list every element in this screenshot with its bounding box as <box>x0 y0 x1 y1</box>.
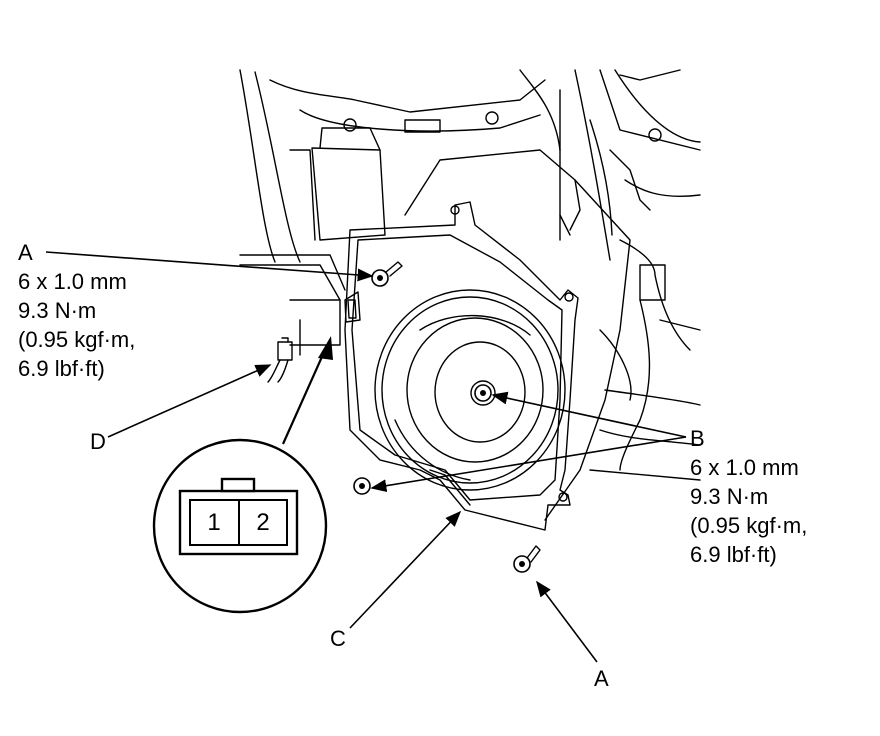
label-a-top: A 6 x 1.0 mm 9.3 N·m (0.95 kgf·m, 6.9 lb… <box>18 240 135 381</box>
detail-callout-arrow <box>281 336 333 445</box>
label-a-top-size: 6 x 1.0 mm <box>18 269 127 294</box>
label-a-top-torque-kgf: (0.95 kgf·m, <box>18 327 135 352</box>
label-c: C <box>330 626 346 651</box>
label-b-torque-nm: 9.3 N·m <box>690 484 768 509</box>
pin-2-label: 2 <box>256 509 269 536</box>
speaker-cone <box>374 289 566 491</box>
vehicle-body-outline <box>239 69 701 481</box>
label-a-top-letter: A <box>18 240 33 265</box>
speaker-housing <box>344 201 579 531</box>
label-b-torque-lbf: 6.9 lbf·ft) <box>690 542 777 567</box>
label-a-top-torque-lbf: 6.9 lbf·ft) <box>18 356 105 381</box>
pin-1-label: 1 <box>207 509 220 536</box>
label-b: B 6 x 1.0 mm 9.3 N·m (0.95 kgf·m, 6.9 lb… <box>690 426 807 567</box>
label-a-bottom: A <box>594 666 609 691</box>
nut-b-lower <box>353 477 371 495</box>
label-a-top-torque-nm: 9.3 N·m <box>18 298 96 323</box>
label-b-letter: B <box>690 426 705 451</box>
bolt-a-top <box>371 261 403 287</box>
connector-detail-view: 1 2 <box>152 438 328 614</box>
bolt-a-bottom <box>513 545 541 573</box>
speaker-housing-rear <box>404 149 631 521</box>
leader-lines <box>45 251 687 663</box>
nut-b-center <box>474 384 492 402</box>
label-b-size: 6 x 1.0 mm <box>690 455 799 480</box>
label-d: D <box>90 429 106 454</box>
label-b-torque-kgf: (0.95 kgf·m, <box>690 513 807 538</box>
connector-d <box>267 337 293 383</box>
